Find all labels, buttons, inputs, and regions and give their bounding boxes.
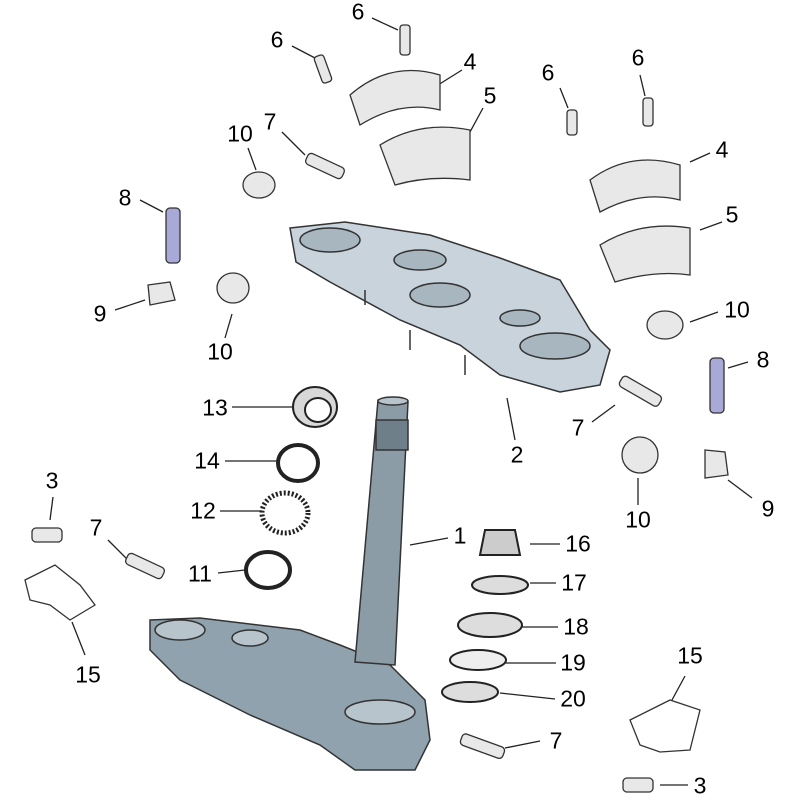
callout-17: 17 (561, 569, 587, 596)
callout-16: 16 (565, 530, 591, 557)
callout-6a: 6 (351, 0, 365, 25)
callout-20: 20 (560, 685, 586, 712)
callout-14: 14 (194, 447, 220, 474)
callout-10b: 10 (207, 338, 233, 365)
callout-18: 18 (563, 613, 589, 640)
callout-9b: 9 (761, 495, 775, 522)
callout-8a: 8 (118, 184, 132, 211)
callout-9a: 9 (93, 300, 107, 327)
callout-3a: 3 (45, 467, 59, 494)
callout-6c: 6 (541, 59, 555, 86)
callout-15b: 15 (677, 642, 703, 669)
callout-11: 11 (188, 560, 212, 587)
callout-10d: 10 (625, 506, 651, 533)
callout-4b: 4 (715, 136, 729, 163)
callout-10c: 10 (724, 296, 750, 323)
upper-triple-clamp (289, 221, 611, 393)
callout-4a: 4 (463, 48, 477, 75)
callout-6d: 6 (631, 44, 645, 71)
callout-13: 13 (202, 394, 228, 421)
bearings-and-seals (244, 386, 529, 703)
callout-10a: 10 (227, 120, 253, 147)
small-hardware (24, 24, 729, 793)
callout-7c: 7 (549, 727, 563, 754)
callout-7b: 7 (571, 414, 585, 441)
callout-8b: 8 (756, 346, 770, 373)
callout-1: 1 (453, 522, 467, 549)
callout-3b: 3 (693, 772, 707, 799)
callout-15a: 15 (75, 661, 101, 688)
callout-5b: 5 (725, 201, 739, 228)
callout-7a: 7 (263, 108, 277, 135)
callout-5a: 5 (483, 82, 497, 109)
steering-stem (354, 396, 409, 666)
leader-lines (49, 17, 753, 786)
callout-19: 19 (560, 649, 586, 676)
callout-2: 2 (510, 441, 524, 468)
callout-6b: 6 (270, 26, 284, 53)
callout-12: 12 (190, 497, 216, 524)
callout-7d: 7 (89, 514, 103, 541)
